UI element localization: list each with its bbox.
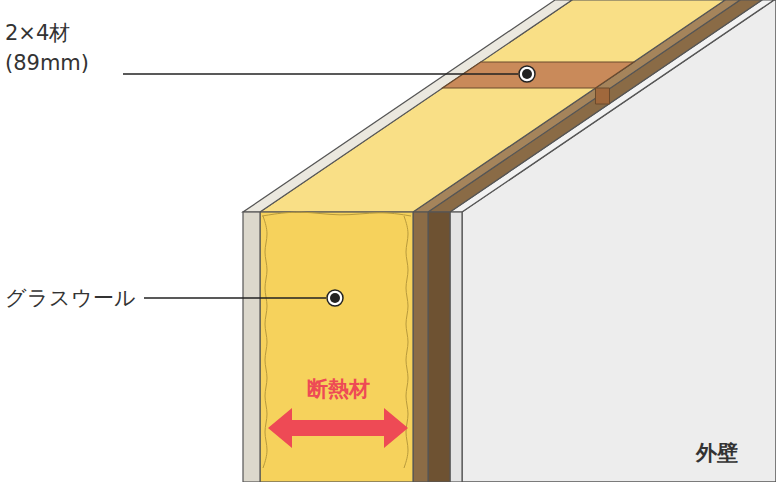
- sheathing-dark: [428, 212, 450, 482]
- interior-board-top: [243, 0, 572, 212]
- structural-panel: [413, 212, 428, 482]
- wall-label: 外壁: [696, 438, 738, 468]
- part-label: 2×4材 (89mm): [5, 18, 115, 79]
- dimension-label: 断熱材: [307, 374, 370, 404]
- leader-line: [144, 297, 326, 299]
- exterior-board: [450, 212, 462, 482]
- part-label: グラスウール: [5, 283, 136, 313]
- leader-line: [123, 73, 518, 75]
- leader-dot: [327, 290, 343, 306]
- wall-layers: [243, 0, 776, 482]
- leader-dot-core: [330, 293, 340, 303]
- leader-dot-core: [522, 69, 532, 79]
- glass-wool-top: [260, 0, 725, 212]
- glass-wool: [260, 212, 413, 482]
- leader-dot: [519, 66, 535, 82]
- wool-texture: [263, 216, 267, 468]
- stud-2x4: [442, 62, 633, 88]
- wool-texture: [262, 212, 411, 216]
- interior-board: [243, 212, 260, 482]
- stud-end: [595, 88, 609, 104]
- thickness-arrow: [268, 408, 408, 448]
